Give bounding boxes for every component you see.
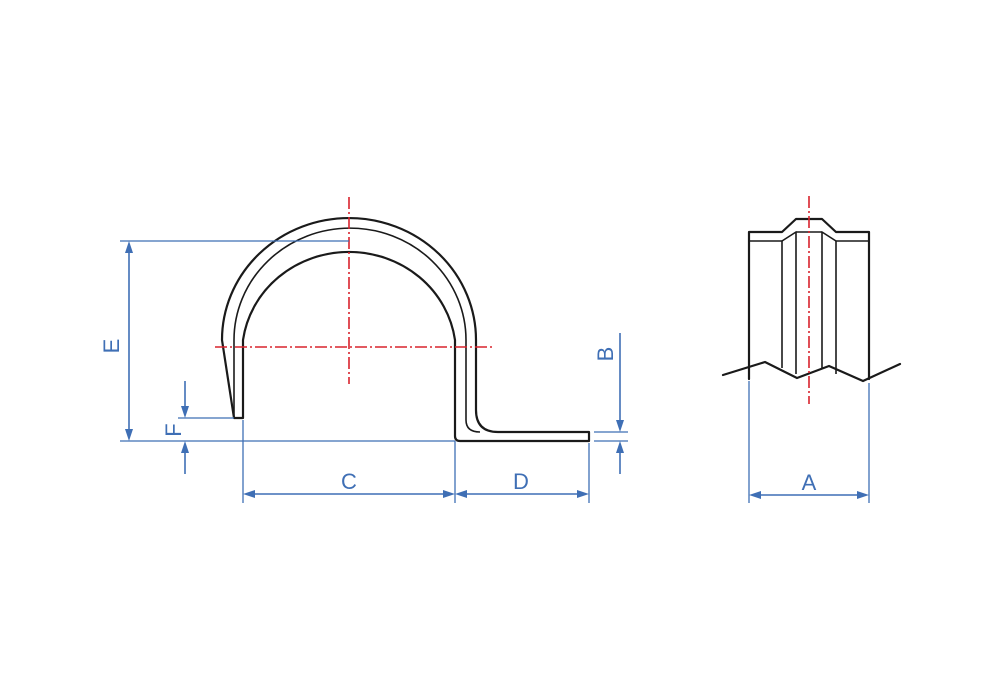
dim-e-arrow-bottom [125,429,133,441]
dim-label-a: A [802,470,817,495]
front-view [215,197,591,443]
dimension-lines [120,240,870,503]
dim-label-b: B [593,347,618,362]
dim-a-arrow-right [857,491,869,499]
dim-e-arrow-top [125,241,133,253]
dim-d-arrow-left [455,490,467,498]
dim-d-arrow-right [577,490,589,498]
clip-inner-profile [233,227,481,433]
dim-f-arrow-bottom [181,441,189,453]
dim-f-arrow-top [181,406,189,418]
side-view [721,196,902,404]
dim-b-arrow-top [616,420,624,432]
clip-outer-profile [220,216,591,443]
dim-c-arrow-left [243,490,255,498]
side-rib-right [821,231,837,368]
side-rib-left [781,231,797,374]
dim-b-arrow-bottom [616,441,624,453]
dim-label-e: E [99,339,124,354]
dim-c-arrow-right [443,490,455,498]
dim-label-f: F [161,423,186,436]
dimension-labels: E F C D B A [99,339,817,495]
dim-a-arrow-left [749,491,761,499]
dim-label-d: D [513,469,529,494]
dim-label-c: C [341,469,357,494]
side-break-line [721,360,902,383]
